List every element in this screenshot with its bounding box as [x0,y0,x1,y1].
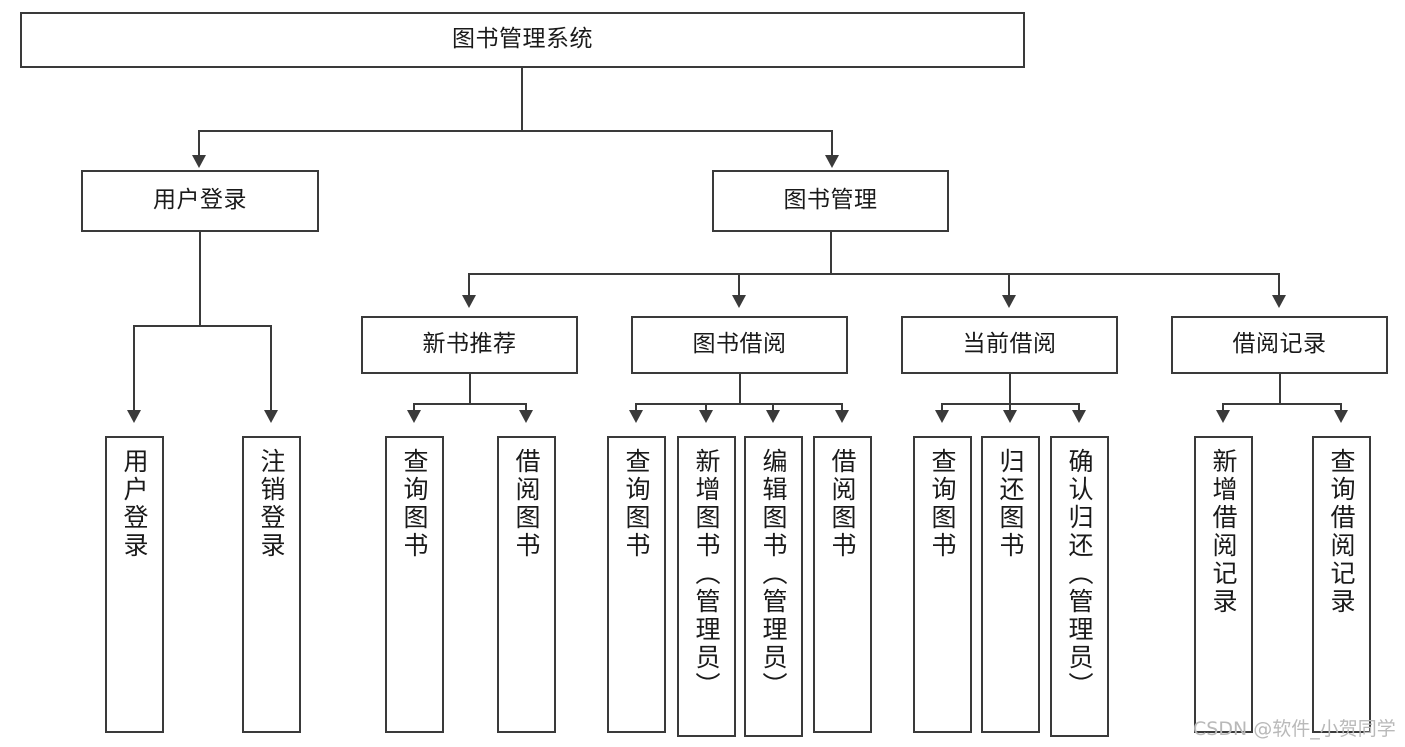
node-label: 新书推荐 [422,331,517,358]
connector-to-new-book [468,273,470,297]
arrow-to-leaf-logout [264,410,278,423]
connector-root-bus [198,130,833,132]
connector-user-login-left [133,325,135,412]
leaf-bb-add-book-admin[interactable]: 新增图书（管理员） [677,436,736,737]
arrow-to-current-borrow [1002,295,1016,308]
leaf-newbook-query-book[interactable]: 查询图书 [385,436,444,733]
connector-bb-c2 [705,403,707,413]
node-label: 新增图书（管理员） [692,448,721,700]
node-label: 图书管理系统 [452,26,593,53]
leaf-cb-query-book[interactable]: 查询图书 [913,436,972,733]
node-borrow-record[interactable]: 借阅记录 [1171,316,1388,374]
node-label: 编辑图书（管理员） [759,448,788,700]
connector-to-borrow-record [1278,273,1280,297]
connector-book-borrow-stem [739,374,741,404]
node-label: 新增借阅记录 [1209,448,1238,616]
node-label: 注销登录 [257,448,286,560]
connector-br-c2 [1340,403,1342,413]
leaf-cb-confirm-return-admin[interactable]: 确认归还（管理员） [1050,436,1109,737]
node-label: 图书管理 [783,187,878,214]
arrow-to-cb-confirm [1072,410,1086,423]
node-label: 查询图书 [928,448,957,560]
node-current-borrow[interactable]: 当前借阅 [901,316,1118,374]
leaf-bb-edit-book-admin[interactable]: 编辑图书（管理员） [744,436,803,737]
arrow-to-borrow-record [1272,295,1286,308]
connector-to-book-borrow [738,273,740,297]
leaf-logout[interactable]: 注销登录 [242,436,301,733]
node-book-management[interactable]: 图书管理 [712,170,949,232]
arrow-to-bb-edit [766,410,780,423]
node-label: 借阅图书 [512,448,541,560]
arrow-to-book-mgmt [825,155,839,168]
connector-current-borrow-stem [1009,374,1011,404]
leaf-user-login[interactable]: 用户登录 [105,436,164,733]
connector-user-login-right [270,325,272,412]
node-label: 用户登录 [153,187,247,214]
connector-user-login-stem [199,232,201,326]
leaf-br-query-record[interactable]: 查询借阅记录 [1312,436,1371,733]
csdn-watermark: CSDN @软件_小贺同学 [1193,718,1396,740]
node-book-borrow[interactable]: 图书借阅 [631,316,848,374]
connector-book-borrow-bus [635,403,843,405]
connector-borrow-record-bus [1222,403,1342,405]
arrow-to-cb-return [1003,410,1017,423]
connector-bb-c1 [635,403,637,413]
leaf-newbook-borrow-book[interactable]: 借阅图书 [497,436,556,733]
arrow-to-br-add [1216,410,1230,423]
connector-book-mgmt-stem [830,232,832,274]
node-label: 确认归还（管理员） [1065,448,1094,700]
node-label: 查询图书 [622,448,651,560]
node-label: 借阅记录 [1232,331,1327,358]
connector-bb-c4 [841,403,843,413]
connector-new-book-stem [469,374,471,404]
connector-br-c1 [1222,403,1224,413]
leaf-bb-query-book[interactable]: 查询图书 [607,436,666,733]
connector-root-to-book-mgmt [831,130,833,157]
arrow-to-user-login [192,155,206,168]
connector-new-book-bus [413,403,527,405]
connector-cb-c2 [1009,403,1011,413]
connector-new-book-c1 [413,403,415,413]
connector-book-mgmt-bus [468,273,1280,275]
node-root-system[interactable]: 图书管理系统 [20,12,1025,68]
node-label: 用户登录 [120,448,149,560]
arrow-to-newbook-query [407,410,421,423]
arrow-to-new-book [462,295,476,308]
connector-to-current-borrow [1008,273,1010,297]
connector-new-book-c2 [525,403,527,413]
node-label: 当前借阅 [962,331,1057,358]
arrow-to-cb-query [935,410,949,423]
arrow-to-bb-add [699,410,713,423]
arrow-to-bb-borrow [835,410,849,423]
connector-borrow-record-stem [1279,374,1281,404]
connector-cb-c3 [1078,403,1080,413]
connector-root-to-user-login [198,130,200,157]
connector-root-stem [521,68,523,131]
arrow-to-book-borrow [732,295,746,308]
leaf-bb-borrow-book[interactable]: 借阅图书 [813,436,872,733]
connector-user-login-bus [133,325,271,327]
connector-bb-c3 [772,403,774,413]
node-label: 查询图书 [400,448,429,560]
node-label: 查询借阅记录 [1327,448,1356,616]
arrow-to-br-query [1334,410,1348,423]
leaf-br-add-record[interactable]: 新增借阅记录 [1194,436,1253,733]
arrow-to-leaf-user-login [127,410,141,423]
node-label: 归还图书 [996,448,1025,560]
arrow-to-bb-query [629,410,643,423]
arrow-to-newbook-borrow [519,410,533,423]
leaf-cb-return-book[interactable]: 归还图书 [981,436,1040,733]
node-user-login[interactable]: 用户登录 [81,170,319,232]
node-new-book-recommend[interactable]: 新书推荐 [361,316,578,374]
connector-cb-c1 [941,403,943,413]
node-label: 图书借阅 [692,331,787,358]
node-label: 借阅图书 [828,448,857,560]
